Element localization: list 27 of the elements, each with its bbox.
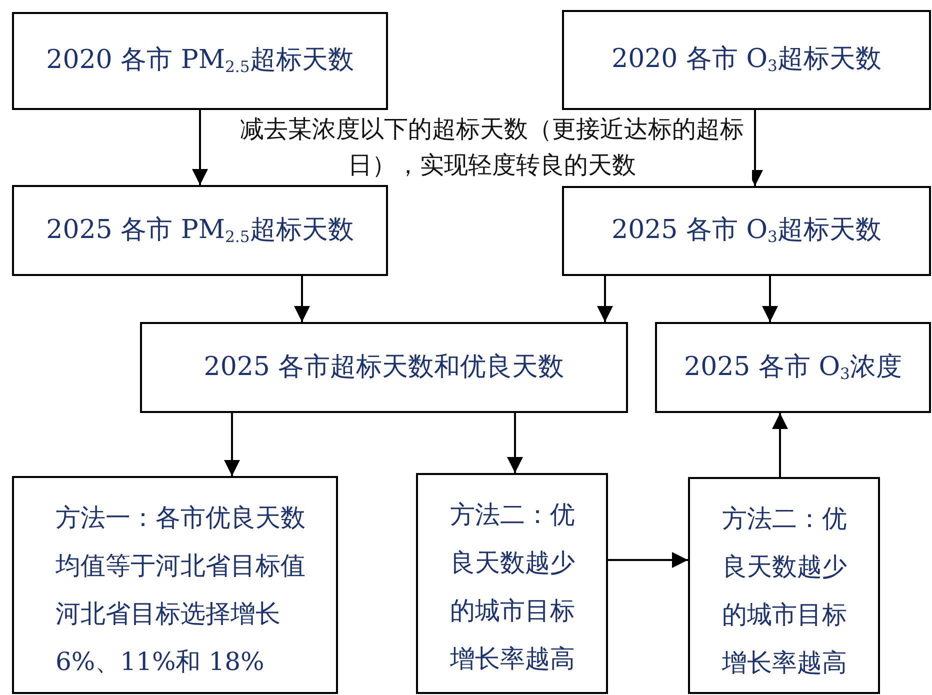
box-text: 河北省目标选择增长 6%、11%和 18% [56,598,282,678]
arrow [762,276,778,322]
process-box [140,322,628,413]
arrow [507,413,523,473]
process-box [12,12,388,110]
box-text: 方法二：优良天数越少的城市目标增长率越高 [722,503,848,679]
process-box [688,477,880,694]
box-text: 2025 各市 O$_{3}$浓度 [684,350,902,384]
arrow [192,110,208,185]
process-box [562,186,931,276]
process-box [12,476,338,694]
box-text: 2025 各市超标天数和优良天数 [204,350,564,384]
arrow [608,552,688,568]
box-text: 2025 各市 PM$_{2.5}$超标天数 [46,214,354,248]
box-text: 2020 各市 PM$_{2.5}$超标天数 [46,44,354,78]
box-text: 方法二：优良天数越少的城市目标增长率越高 [450,499,576,675]
box-text: 2020 各市 O$_{3}$超标天数 [612,43,882,77]
arrow [294,276,310,322]
process-box [562,10,931,110]
process-box [416,473,608,694]
arrow [224,413,240,476]
box-text: 方法一：各市优良天数均值等于河北省目标值 [56,502,306,582]
box-text: 2025 各市 O$_{3}$超标天数 [612,214,882,248]
process-box [12,185,388,276]
arrow [772,413,788,477]
arrow [597,276,613,322]
process-box [655,322,931,413]
